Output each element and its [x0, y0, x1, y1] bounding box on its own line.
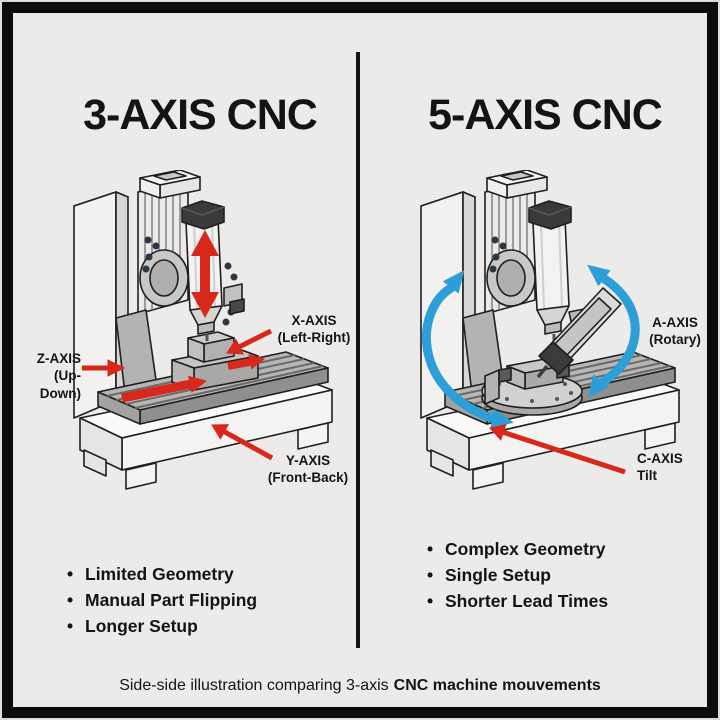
tilt-rotary-arrow: [587, 264, 640, 398]
list-item: Limited Geometry: [65, 561, 257, 587]
caption-bold: CNC machine mouvements: [393, 677, 601, 694]
y-axis-label-line1: Y-AXIS: [285, 453, 331, 468]
vertical-divider: [356, 52, 360, 648]
caption-regular: Side-side illustration comparing 3-axis: [119, 677, 389, 694]
tilting-head: [536, 287, 622, 379]
a-axis-label-line2: (Rotary): [649, 332, 701, 348]
canvas: 3-AXIS CNC 5-AXIS CNC: [13, 13, 707, 707]
five-axis-machine-illustration: [420, 170, 680, 490]
z-motion-arrow: [191, 230, 219, 318]
list-item: Manual Part Flipping: [65, 587, 257, 613]
left-panel-title: 3-AXIS CNC: [83, 91, 318, 139]
list-item: Complex Geometry: [425, 536, 608, 562]
right-feature-list: Complex Geometry Single Setup Shorter Le…: [425, 536, 608, 614]
x-axis-label: X-AXIS (Left-Right): [258, 312, 370, 347]
x-motion-arrow: [227, 353, 266, 370]
machine-column: [420, 170, 548, 419]
c-axis-label: C-AXIS Tilt: [637, 450, 701, 485]
y-motion-arrow: [121, 375, 208, 403]
c-axis-label-line1: C-AXIS: [637, 451, 683, 466]
y-axis-label: Y-AXIS (Front-Back): [251, 452, 365, 487]
right-panel-title: 5-AXIS CNC: [428, 91, 663, 139]
a-axis-label: A-AXIS (Rotary): [643, 314, 707, 349]
y-axis-label-line2: (Front-Back): [267, 470, 349, 486]
c-axis-label-line2: Tilt: [637, 468, 657, 484]
list-item: Shorter Lead Times: [425, 588, 608, 614]
list-item: Longer Setup: [65, 613, 257, 639]
a-axis-label-line1: A-AXIS: [652, 315, 698, 330]
z-axis-label-line1: Z-AXIS: [36, 351, 81, 366]
left-feature-list: Limited Geometry Manual Part Flipping Lo…: [65, 561, 257, 639]
spindle-assembly: [486, 200, 572, 360]
x-axis-label-line2: (Left-Right): [277, 330, 351, 346]
z-axis-label-line2: (Up-Down): [39, 368, 81, 401]
z-axis-label: Z-AXIS (Up-Down): [13, 350, 81, 402]
a-axis-rotary-arrow: [421, 270, 514, 429]
list-item: Single Setup: [425, 562, 608, 588]
x-axis-label-line1: X-AXIS: [291, 313, 337, 328]
